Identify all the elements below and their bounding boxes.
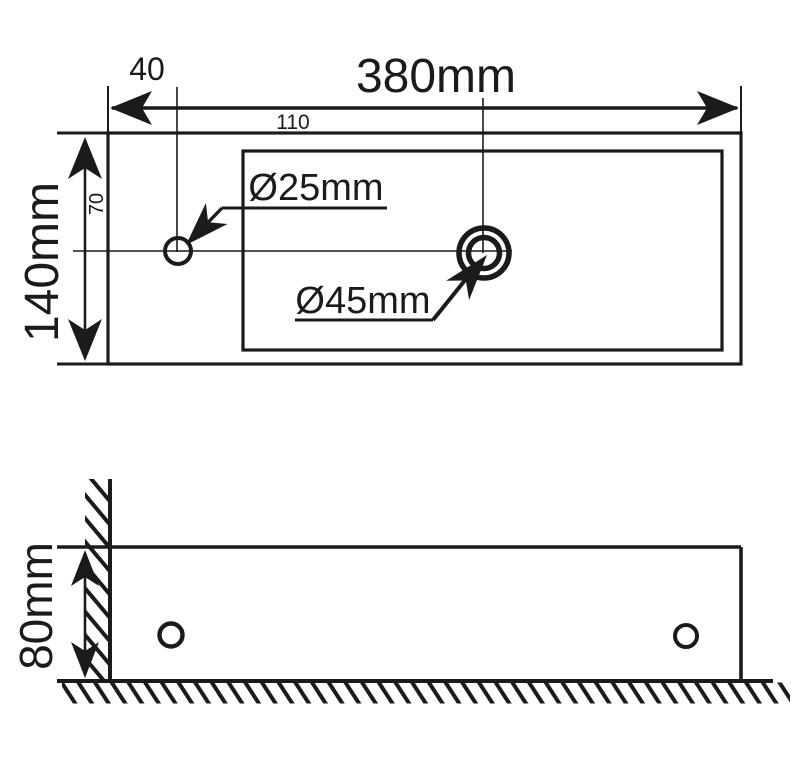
tap-hole-circle [163, 236, 193, 266]
basin-outer-outline [106, 131, 743, 366]
arrowhead-up-icon [71, 550, 99, 586]
side-height-label: 80mm [10, 542, 62, 670]
leader-arrowhead-icon [446, 255, 487, 300]
tap-hole-diameter-label: Ø25mm [248, 167, 383, 209]
floor-hatching [62, 682, 790, 704]
arrowhead-left-icon [110, 91, 152, 125]
drain-hole-diameter-label: Ø45mm [295, 280, 430, 322]
leader-arrowhead-icon [186, 203, 228, 245]
arrowhead-down-icon [71, 642, 99, 678]
arrowhead-right-icon [697, 91, 739, 125]
mounting-holes [157, 621, 699, 649]
dimension-overall-depth [68, 137, 102, 361]
side-view-labels: 80mm [10, 542, 62, 670]
arrowhead-up-icon [68, 137, 102, 179]
overall-width-label: 380mm [356, 50, 516, 103]
leader-drain-hole [295, 255, 487, 322]
side-view [57, 479, 790, 704]
drain-offset-label: 110 [276, 111, 309, 134]
extension-lines [57, 86, 742, 366]
hole-offset-label: 40 [129, 51, 165, 87]
leader-tap-hole [186, 203, 387, 245]
overall-depth-label: 140mm [16, 182, 69, 342]
basin-side-outline [57, 545, 743, 681]
wall-hatching [85, 479, 110, 681]
top-view-labels: 380mm 40 110 140mm 70 Ø25mm Ø45mm [16, 50, 516, 342]
dimension-side-height [71, 550, 99, 678]
drain-hole-circles [456, 225, 512, 281]
arrowhead-down-icon [68, 319, 102, 361]
dimension-overall-width [110, 91, 739, 125]
top-view [57, 86, 743, 366]
half-depth-label: 70 [86, 193, 108, 215]
